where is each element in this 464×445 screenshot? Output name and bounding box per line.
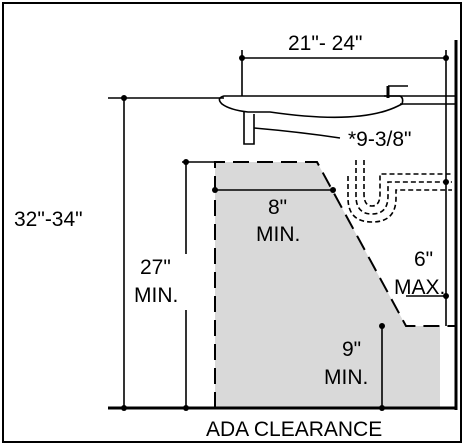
- label-sink-depth: 21"- 24": [288, 32, 362, 55]
- dim-toe-height-dot-top: [379, 323, 385, 329]
- label-toe-depth: 6": [414, 248, 433, 271]
- dim-toe-depth-dot-bottom: [443, 293, 449, 299]
- label-toe-height-min: MIN.: [324, 366, 368, 389]
- dim-rim-height-dot-bottom: [121, 405, 127, 411]
- dim-rim-height-dot-top: [121, 95, 127, 101]
- dim-knee-depth-dot-left: [212, 187, 218, 193]
- clearance-outline: [214, 161, 456, 408]
- wall-strip: [440, 326, 456, 408]
- knee-height-label-bg: [132, 254, 190, 310]
- dim-toe-depth-dot-right: [443, 179, 449, 185]
- dim-knee-height-dot-bottom: [183, 405, 189, 411]
- sink-front-apron: [243, 112, 255, 145]
- p-trap-outer: [347, 176, 452, 223]
- label-knee-depth-min: MIN.: [256, 223, 300, 246]
- p-trap: [355, 160, 452, 215]
- dim-sink-depth-dot-right: [443, 55, 449, 61]
- sink-basin: [218, 95, 404, 119]
- dim-sink-depth-dot-left: [239, 55, 245, 61]
- diagram-title: ADA CLEARANCE: [206, 418, 382, 441]
- clearance-zone: [215, 162, 456, 408]
- dim-toe-height-dot-bottom: [379, 405, 385, 411]
- label-drain-height: *9-3/8": [348, 128, 412, 151]
- label-rim-height: 32"-34": [14, 208, 83, 231]
- dim-knee-depth-dot-right: [330, 187, 336, 193]
- label-knee-height-min: MIN.: [134, 284, 178, 307]
- label-knee-depth: 8": [268, 196, 287, 219]
- p-trap-inner: [363, 160, 452, 207]
- sink-bowl-curve: [253, 127, 341, 139]
- label-knee-height: 27": [140, 256, 171, 279]
- label-toe-height: 9": [342, 338, 361, 361]
- label-toe-depth-max: MAX.: [394, 276, 445, 299]
- dim-knee-height-dot-top: [183, 159, 189, 165]
